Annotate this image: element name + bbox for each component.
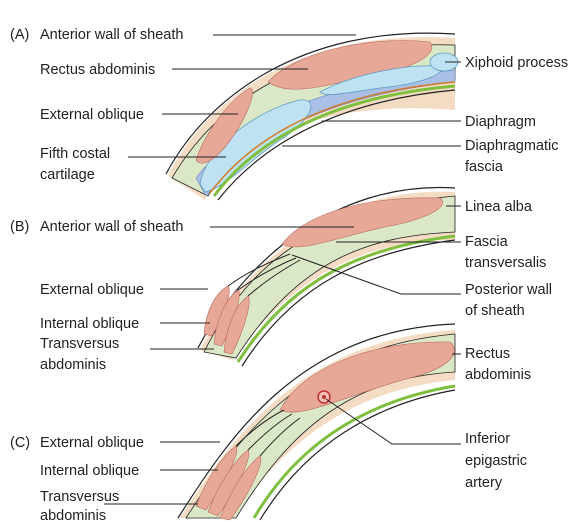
- label-c-artery-2: epigastric: [465, 453, 527, 469]
- label-c-artery-3: artery: [465, 475, 503, 491]
- label-b-fascia-1: Fascia: [465, 234, 509, 250]
- label-a-diaph-fascia-1: Diaphragmatic: [465, 138, 559, 154]
- label-a-rectus: Rectus abdominis: [40, 62, 155, 78]
- panel-b-letter: (B): [10, 219, 29, 235]
- label-a-diaph-fascia-2: fascia: [465, 159, 504, 175]
- label-b-internal-oblique: Internal oblique: [40, 316, 139, 332]
- panel-c-artery-lumen: [322, 395, 326, 399]
- label-c-rectus-2: abdominis: [465, 367, 531, 383]
- label-b-anterior-wall: Anterior wall of sheath: [40, 219, 183, 235]
- label-a-external-oblique: External oblique: [40, 107, 144, 123]
- panel-a-drawing: [166, 33, 458, 200]
- label-b-external-oblique: External oblique: [40, 282, 144, 298]
- panel-c-letter: (C): [10, 435, 30, 451]
- label-c-internal-oblique: Internal oblique: [40, 463, 139, 479]
- label-b-posterior-1: Posterior wall: [465, 282, 552, 298]
- label-a-xiphoid: Xiphoid process: [465, 55, 568, 71]
- label-b-posterior-2: of sheath: [465, 303, 525, 319]
- label-b-transversus-1: Transversus: [40, 336, 119, 352]
- label-b-linea-alba: Linea alba: [465, 199, 533, 215]
- label-c-transversus-2: abdominis: [40, 508, 106, 522]
- panel-a-letter: (A): [10, 27, 29, 43]
- label-b-fascia-2: transversalis: [465, 255, 546, 271]
- label-c-artery-1: Inferior: [465, 431, 510, 447]
- label-c-transversus-1: Transversus: [40, 489, 119, 505]
- label-a-anterior-wall: Anterior wall of sheath: [40, 27, 183, 43]
- label-a-cartilage: cartilage: [40, 167, 95, 183]
- label-a-fifth-costal: Fifth costal: [40, 146, 110, 162]
- label-a-diaphragm: Diaphragm: [465, 114, 536, 130]
- label-c-external-oblique: External oblique: [40, 435, 144, 451]
- label-c-rectus-1: Rectus: [465, 346, 510, 362]
- label-b-transversus-2: abdominis: [40, 357, 106, 373]
